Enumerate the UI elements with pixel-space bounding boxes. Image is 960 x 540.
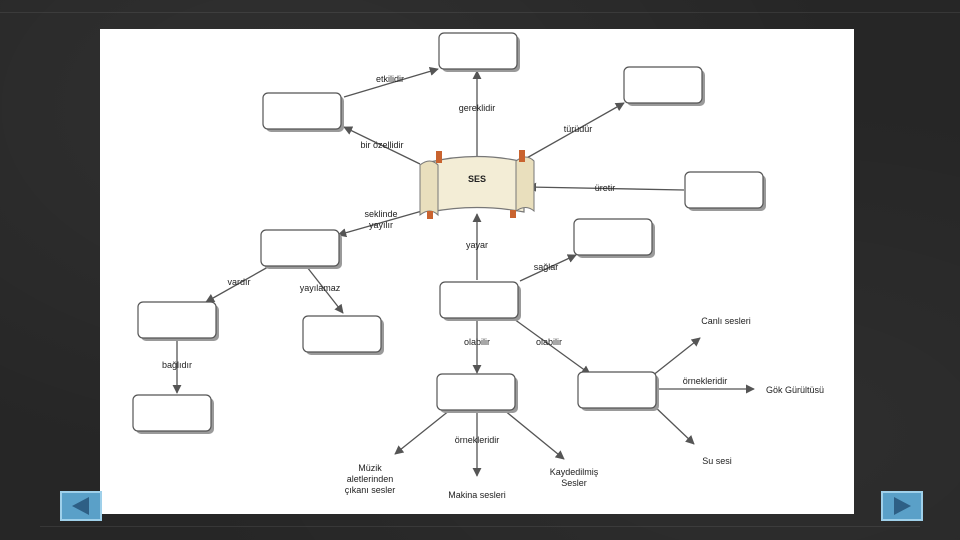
edge-ornek-su xyxy=(651,403,695,445)
concept-box-upper-left xyxy=(262,92,342,130)
label-turudur: türüdür xyxy=(564,124,593,134)
edge-bir-ozellidir xyxy=(343,126,421,165)
edge-yayilamaz xyxy=(306,266,344,314)
label-baglidir: bağlıdır xyxy=(162,360,192,370)
leaf-kaydedilmis-line2: Sesler xyxy=(561,478,587,488)
edge-ornek-muzik xyxy=(394,409,451,455)
previous-slide-button[interactable] xyxy=(60,491,102,521)
concept-box-far-left xyxy=(137,301,217,339)
leaf-muzik-line3: çıkanı sesler xyxy=(345,485,396,495)
label-saglar: sağlar xyxy=(534,262,559,272)
label-yayar: yayar xyxy=(466,240,488,250)
label-olabilir-right: olabilir xyxy=(536,337,562,347)
label-etkilidir: etkilidir xyxy=(376,74,404,84)
label-gereklidir: gereklidir xyxy=(459,103,496,113)
triangle-right-icon xyxy=(894,497,911,515)
leaf-su-sesi: Su sesi xyxy=(702,456,732,466)
chalk-texture xyxy=(0,12,960,13)
center-scroll: SES xyxy=(419,150,535,219)
concept-box-bottom-left xyxy=(132,394,212,432)
concept-box-right xyxy=(684,171,764,209)
triangle-left-icon xyxy=(72,497,89,515)
label-uretir: üretir xyxy=(595,183,616,193)
concept-box-center xyxy=(439,281,519,319)
concept-box-mid-right xyxy=(573,218,653,256)
label-ornekleridir-bottom: örnekleridir xyxy=(455,435,500,445)
slide-canvas: etkilidir gereklidir bir özellidir türüd… xyxy=(100,29,854,514)
concept-box-left xyxy=(260,229,340,267)
leaf-muzik-line2: aletlerinden xyxy=(347,474,394,484)
center-label: SES xyxy=(468,174,486,184)
edge-uretir xyxy=(527,182,685,192)
edge-ornek-canli xyxy=(651,337,701,377)
label-yayilamaz: yayılamaz xyxy=(300,283,341,293)
concept-box-lower-left xyxy=(302,315,382,353)
edge-olabilir-right xyxy=(513,318,591,375)
edge-ornek-kayded xyxy=(503,409,565,460)
label-ornekleridir-right: örnekleridir xyxy=(683,376,728,386)
edge-labels: etkilidir gereklidir bir özellidir türüd… xyxy=(162,74,727,445)
leaf-kaydedilmis-line1: Kaydedilmiş xyxy=(550,467,599,477)
label-bir-ozellidir: bir özellidir xyxy=(360,140,403,150)
edges xyxy=(172,66,755,477)
concept-boxes xyxy=(132,32,766,434)
edge-vardir xyxy=(205,266,269,303)
chalk-texture xyxy=(40,526,920,527)
concept-map: etkilidir gereklidir bir özellidir türüd… xyxy=(132,32,824,500)
edge-seklinde xyxy=(337,210,423,238)
concept-box-top xyxy=(438,32,518,70)
leaf-gok-gurultusu: Gök Gürültüsü xyxy=(766,385,824,395)
edge-etkilidir xyxy=(343,66,439,98)
label-olabilir-left: olabilir xyxy=(464,337,490,347)
concept-box-bottom-right xyxy=(577,371,657,409)
leaf-canli-sesleri: Canlı sesleri xyxy=(701,316,751,326)
concept-box-upper-right xyxy=(623,66,703,104)
next-slide-button[interactable] xyxy=(881,491,923,521)
leaf-muzik-line1: Müzik xyxy=(358,463,382,473)
leaf-texts: Canlı sesleri Gök Gürültüsü Su sesi Müzi… xyxy=(345,316,824,500)
concept-box-bottom-center xyxy=(436,373,516,411)
label-yayilir: yayılır xyxy=(369,220,393,230)
edge-saglar xyxy=(519,254,577,282)
leaf-makina-sesleri: Makina sesleri xyxy=(448,490,506,500)
edge-turudur xyxy=(524,102,625,160)
label-seklinde: seklinde xyxy=(364,209,397,219)
label-vardir: vardır xyxy=(227,277,250,287)
